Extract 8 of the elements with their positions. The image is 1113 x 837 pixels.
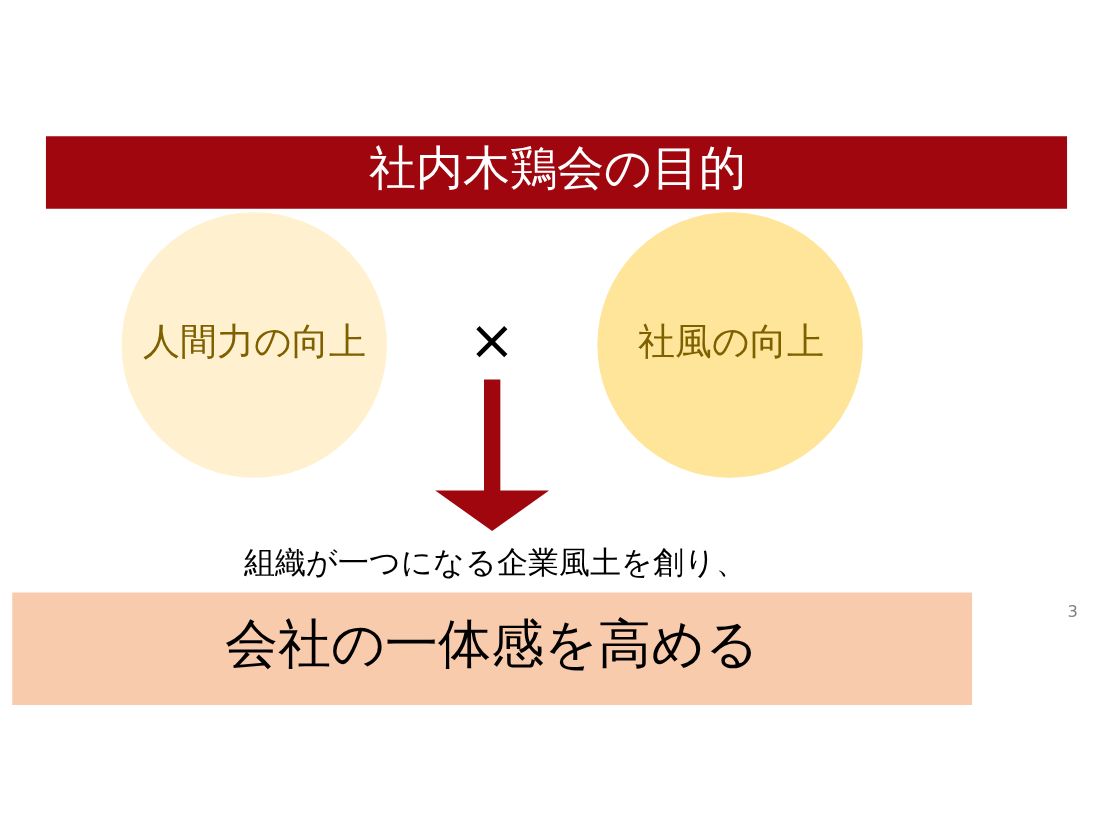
arrow <box>435 379 550 532</box>
node-text: × <box>468 307 515 372</box>
node-circle: 社風の向上 <box>597 212 863 478</box>
label: 3 <box>1067 601 1078 621</box>
node-circle: 人間力の向上 <box>121 212 387 478</box>
node-box: 会社の一体感を高める <box>12 592 973 705</box>
diagram-title: 社内木鶏会の目的 <box>368 140 746 196</box>
node-label: 組織が一つになる企業風土を創り、 <box>244 545 748 581</box>
